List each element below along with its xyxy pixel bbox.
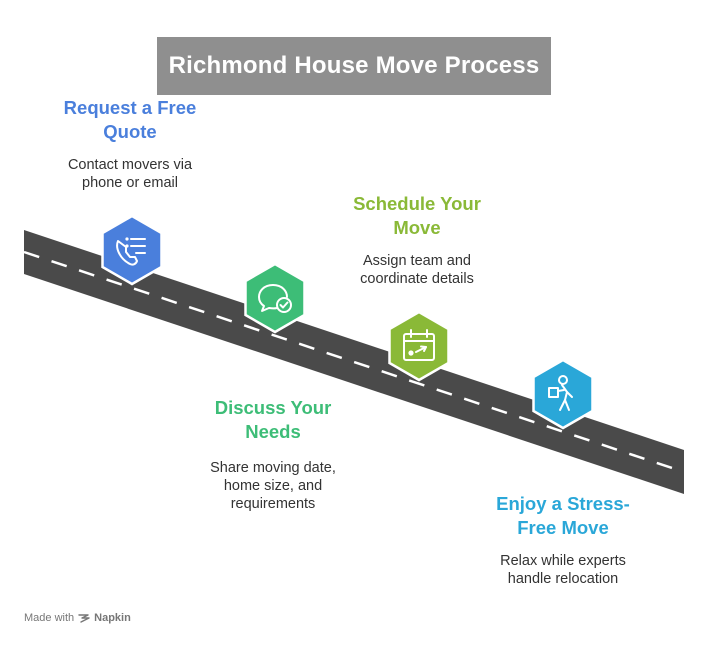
step-4-description: Relax while experts handle relocation: [453, 552, 673, 588]
step-1-title-line-2: Quote: [103, 121, 157, 142]
road: [24, 230, 684, 494]
step-3-description: Assign team and coordinate details: [307, 252, 527, 288]
footer-made-with: Made with: [24, 612, 75, 624]
step-2-desc-line-2: home size, and: [223, 478, 323, 494]
step-3-marker: [388, 310, 450, 382]
step-4-hexagon: [532, 358, 594, 430]
napkin-logo-icon: [78, 614, 90, 623]
step-2-title-line-1: Discuss Your: [214, 397, 332, 418]
step-3-title: Schedule Your Move: [307, 192, 527, 240]
step-2-marker: [244, 262, 306, 334]
step-2-hexagon: [244, 262, 306, 334]
step-4-title: Enjoy a Stress- Free Move: [453, 492, 673, 540]
step-4-title-line-1: Enjoy a Stress-: [496, 493, 630, 514]
step-3-title-line-1: Schedule Your: [353, 193, 481, 214]
step-1-description: Contact movers via phone or email: [20, 156, 240, 192]
step-1-title-line-1: Request a Free: [63, 97, 197, 118]
step-2-desc-line-1: Share moving date,: [210, 460, 336, 476]
step-3-title-line-2: Move: [393, 217, 441, 238]
footer-credit: Made with Napkin: [24, 612, 131, 624]
phone-list-icon: [116, 237, 146, 266]
step-2-desc-line-3: requirements: [230, 496, 316, 512]
step-3-hexagon: [388, 310, 450, 382]
step-3-desc-line-1: Assign team and: [362, 253, 471, 269]
step-1-desc-line-2: phone or email: [82, 175, 178, 191]
chat-check-icon: [258, 284, 292, 313]
step-1-desc-line-1: Contact movers via: [67, 157, 193, 173]
step-4-desc-line-1: Relax while experts: [500, 553, 626, 569]
step-4-title-line-2: Free Move: [517, 517, 609, 538]
step-1-hexagon: [101, 214, 163, 286]
step-4-desc-line-2: handle relocation: [507, 571, 619, 587]
mover-carrying-box-icon: [548, 375, 573, 411]
step-3-desc-line-2: coordinate details: [360, 271, 474, 287]
step-2-description: Share moving date, home size, and requir…: [163, 459, 383, 513]
step-1-marker: [101, 214, 163, 286]
calendar-icon: [403, 329, 435, 361]
step-1-title: Request a Free Quote: [20, 96, 240, 144]
step-2-title: Discuss Your Needs: [163, 396, 383, 444]
step-4-marker: [532, 358, 594, 430]
footer-brand: Napkin: [94, 612, 131, 624]
step-2-title-line-2: Needs: [245, 421, 301, 442]
diagram-title: Richmond House Move Process: [157, 37, 551, 95]
